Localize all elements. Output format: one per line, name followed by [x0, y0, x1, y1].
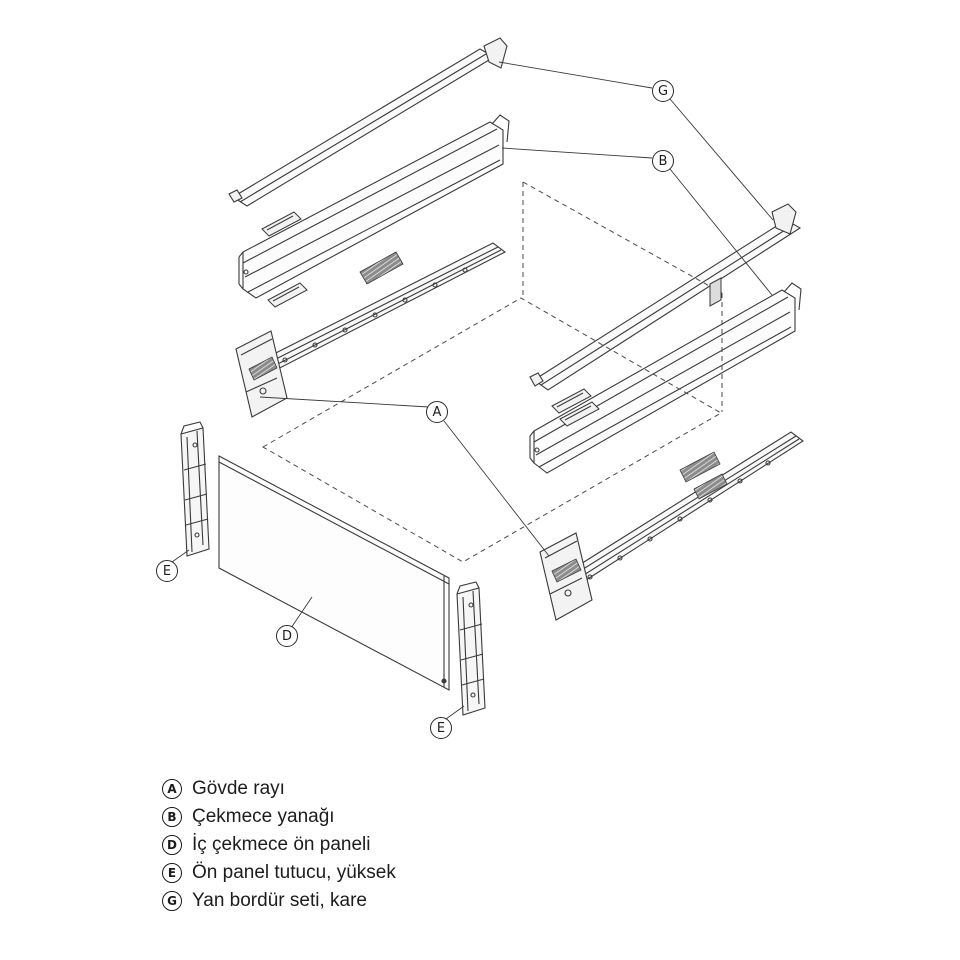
gallery-rail-right: [529, 203, 802, 391]
legend-letter-b: B: [162, 807, 182, 827]
legend-item-b: B Çekmece yanağı: [162, 806, 396, 828]
legend-label-e: Ön panel tutucu, yüksek: [192, 862, 396, 883]
inner-front-panel: [218, 455, 450, 691]
legend: A Gövde rayı B Çekmece yanağı D İç çekme…: [162, 778, 396, 912]
drawer-side-back: [238, 114, 510, 299]
legend-letter-d: D: [162, 835, 182, 855]
legend-item-e: E Ön panel tutucu, yüksek: [162, 862, 396, 884]
body-rail-right: [539, 431, 804, 621]
legend-item-g: G Yan bordür seti, kare: [162, 890, 396, 912]
callout-e-left: E: [156, 560, 178, 582]
back-post: [709, 277, 722, 307]
callout-e-right: E: [430, 717, 452, 739]
legend-item-d: D İç çekmece ön paneli: [162, 834, 396, 856]
legend-letter-e: E: [162, 863, 182, 883]
legend-label-d: İç çekmece ön paneli: [192, 834, 371, 855]
body-rail-left: [235, 242, 507, 418]
fixing-plates-right: [551, 388, 600, 427]
gallery-rail-back: [228, 37, 508, 207]
legend-item-a: A Gövde rayı: [162, 778, 396, 800]
callout-g: G: [652, 80, 674, 102]
panel-holder-right: [456, 581, 486, 716]
legend-letter-g: G: [162, 891, 182, 911]
legend-label-b: Çekmece yanağı: [192, 806, 335, 827]
callout-leader-lines: [171, 61, 774, 720]
panel-holder-left: [180, 421, 210, 557]
legend-letter-a: A: [162, 779, 182, 799]
callout-b: B: [652, 150, 674, 172]
legend-label-a: Gövde rayı: [192, 778, 285, 799]
fixing-plates-left: [261, 211, 308, 308]
callout-a: A: [426, 401, 448, 423]
legend-label-g: Yan bordür seti, kare: [192, 890, 367, 911]
callout-d: D: [276, 625, 298, 647]
drawer-box-outline-dashed: [261, 181, 723, 563]
